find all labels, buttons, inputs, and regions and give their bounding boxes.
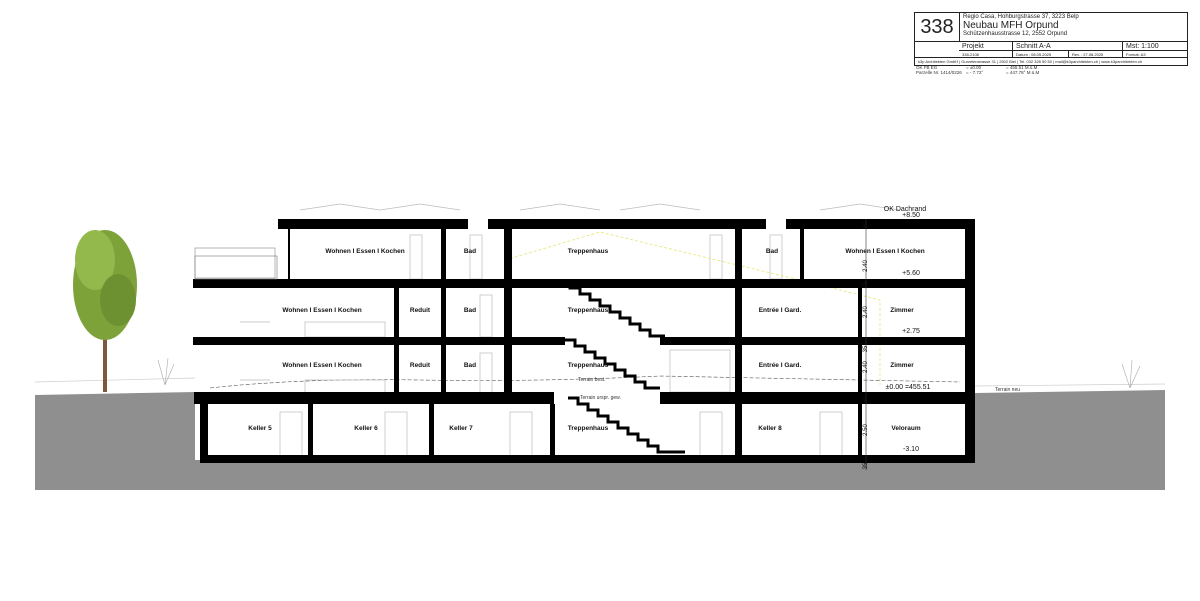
scale: Mst: 1:100 xyxy=(1126,43,1159,50)
ground-terrain xyxy=(35,390,1165,490)
project-number: 338 xyxy=(915,13,960,42)
reference-heights: OK FB EG = ±0.00 = 455.51 M.ü.M Parzelle N… xyxy=(916,65,1039,75)
room-label: Bad xyxy=(464,248,476,255)
room-label: Bad xyxy=(464,307,476,314)
room-label: Entrée I Gard. xyxy=(759,307,802,314)
dimension-labels: 50 2.40 45 2.40 35 2.40 60 2.50 35 xyxy=(863,221,869,469)
room-label: Wohnen I Essen I Kochen xyxy=(282,362,361,369)
svg-text:50: 50 xyxy=(863,221,869,228)
room-label: Keller 7 xyxy=(449,425,473,432)
tree-icon xyxy=(73,230,137,392)
terrain-label: Terrain best. xyxy=(578,377,606,383)
room-label: Bad xyxy=(464,362,476,369)
svg-text:45: 45 xyxy=(863,281,869,288)
project-address: Schützenhausstrasse 12, 2552 Orpund xyxy=(963,31,1068,37)
level-label: OK Dachrand xyxy=(884,206,927,213)
revision: Rev. : 27.08.2025 xyxy=(1069,51,1123,58)
svg-text:35: 35 xyxy=(863,462,869,469)
room-label: Reduit xyxy=(410,307,431,314)
svg-text:60: 60 xyxy=(863,395,869,402)
plan-number: 338-2108 xyxy=(959,51,1013,58)
level-value: ±0.00 =455.51 xyxy=(886,384,931,391)
level-value: -3.10 xyxy=(903,446,919,453)
terrain-label: Terrain urspr. gew. xyxy=(580,395,621,401)
ref-label: OK FB EG xyxy=(916,65,938,70)
terrain-existing-line xyxy=(209,375,961,389)
room-label: Veloraum xyxy=(891,425,920,432)
phase: Projekt xyxy=(959,42,1013,51)
room-label: Zimmer xyxy=(890,362,914,369)
title-block: 338 Regio Casa, Hohburgstrasse 37, 3223 … xyxy=(914,12,1188,66)
room-label: Bad xyxy=(766,248,778,255)
svg-text:2.40: 2.40 xyxy=(863,260,869,272)
balcony-railing xyxy=(194,255,278,280)
room-label: Treppenhaus xyxy=(568,362,609,369)
client: Regio Casa, Hohburgstrasse 37, 3223 Belp xyxy=(963,14,1079,20)
interior-fittings xyxy=(194,203,901,457)
terrain-line-right xyxy=(974,383,1166,387)
ref-abs: = 455.51 M.ü.M xyxy=(1006,65,1038,70)
room-label: Keller 5 xyxy=(248,425,272,432)
svg-text:2.40: 2.40 xyxy=(863,306,869,318)
terrain-label: Terrain neu xyxy=(995,387,1020,393)
room-label: Wohnen I Essen I Kochen xyxy=(325,248,404,255)
svg-text:35: 35 xyxy=(863,345,869,352)
room-label: Wohnen I Essen I Kochen xyxy=(282,307,361,314)
room-label: Zimmer xyxy=(890,307,914,314)
ref-rel: = ±0.00 xyxy=(966,65,982,70)
ref-label: Parzelle Nr. 1414/0226 xyxy=(916,70,962,75)
format: Format: A3 xyxy=(1126,52,1146,57)
room-label: Keller 6 xyxy=(354,425,378,432)
structure xyxy=(193,219,975,463)
room-label: Entrée I Gard. xyxy=(759,362,802,369)
terrain-line-left xyxy=(34,377,196,383)
section-reference-line xyxy=(504,231,881,385)
level-value: +5.60 xyxy=(902,270,920,277)
room-label: Treppenhaus xyxy=(568,307,609,314)
room-label: Keller 8 xyxy=(758,425,782,432)
drawing-title: Schnitt A-A xyxy=(1013,42,1123,51)
level-value: +8.50 xyxy=(902,212,920,219)
level-value: +2.75 xyxy=(902,328,920,335)
ref-abs: = 447.78° M.ü.M xyxy=(1006,70,1040,75)
room-label: Wohnen I Essen I Kochen xyxy=(845,248,924,255)
ref-rel: = - 7.72° xyxy=(966,70,984,75)
room-label: Treppenhaus xyxy=(568,425,609,432)
project-title: Neubau MFH Orpund xyxy=(963,20,1059,31)
room-label: Treppenhaus xyxy=(568,248,609,255)
date: Datum : 08.05.2025 xyxy=(1013,51,1069,58)
svg-text:2.40: 2.40 xyxy=(863,361,869,373)
staircases xyxy=(560,280,685,454)
shrub-icon xyxy=(157,357,1141,389)
room-label: Reduit xyxy=(410,362,431,369)
svg-text:2.50: 2.50 xyxy=(863,424,869,436)
office-info: k3p Architekten GmbH | Gurzelenstrasse 3… xyxy=(915,57,1187,66)
